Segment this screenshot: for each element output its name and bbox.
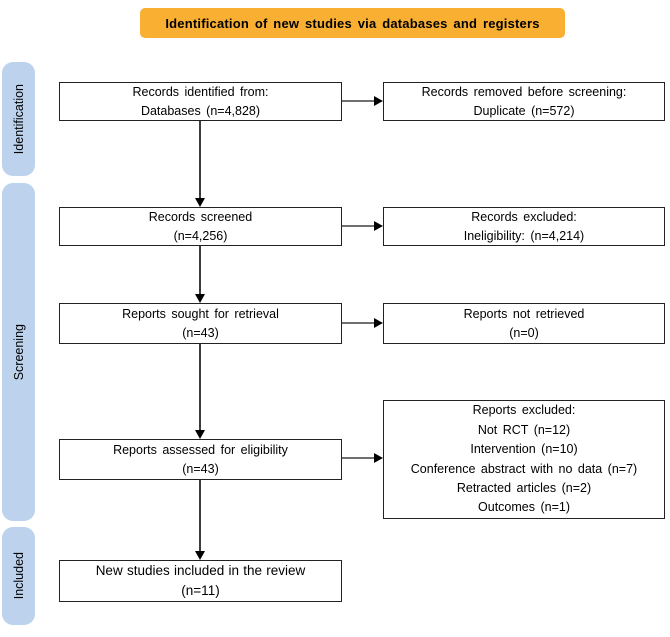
box-records-removed: Records removed before screening: Duplic… xyxy=(383,82,665,121)
box-reports-assessed: Reports assessed for eligibility (n=43) xyxy=(59,439,342,480)
stage-label-text: Identification xyxy=(11,83,26,155)
box-line: Reports sought for retrieval xyxy=(122,306,279,321)
box-line: Records identified from: xyxy=(132,84,269,99)
arrow-right-icon xyxy=(342,220,383,232)
box-line: Reports excluded: xyxy=(472,403,576,418)
stage-label-text: Screening xyxy=(11,323,26,381)
box-records-excluded: Records excluded: Ineligibility: (n=4,21… xyxy=(383,207,665,246)
diagram-header-banner: Identification of new studies via databa… xyxy=(140,8,565,38)
stage-label-screening: Screening xyxy=(2,183,35,521)
box-line: New studies included in the review xyxy=(95,562,306,578)
box-line: Conference abstract with no data (n=7) xyxy=(410,461,638,476)
arrow-down-icon xyxy=(194,480,206,560)
box-line: (n=0) xyxy=(509,325,539,340)
box-new-studies-included: New studies included in the review (n=11… xyxy=(59,560,342,602)
stage-label-included: Included xyxy=(2,527,35,625)
box-reports-sought: Reports sought for retrieval (n=43) xyxy=(59,303,342,344)
diagram-title: Identification of new studies via databa… xyxy=(165,15,540,31)
box-line: Records removed before screening: xyxy=(421,84,627,99)
box-line: Intervention (n=10) xyxy=(470,442,578,457)
box-line: Not RCT (n=12) xyxy=(477,422,571,437)
box-line: (n=43) xyxy=(182,325,219,340)
box-line: Outcomes (n=1) xyxy=(478,500,570,515)
box-line: Reports not retrieved xyxy=(463,306,585,321)
box-line: Duplicate (n=572) xyxy=(473,103,575,118)
stage-label-text: Included xyxy=(11,552,26,600)
box-line: Reports assessed for eligibility xyxy=(113,442,288,457)
arrow-right-icon xyxy=(342,317,383,329)
box-line: Records excluded: xyxy=(471,209,577,224)
arrow-right-icon xyxy=(342,452,383,464)
box-reports-not-retrieved: Reports not retrieved (n=0) xyxy=(383,303,665,344)
arrow-down-icon xyxy=(194,121,206,207)
stage-label-identification: Identification xyxy=(2,62,35,176)
box-line: Records screened xyxy=(148,209,253,224)
box-line: Databases (n=4,828) xyxy=(140,103,261,118)
box-line: (n=11) xyxy=(181,583,220,598)
box-line: (n=4,256) xyxy=(173,228,228,243)
box-line: (n=43) xyxy=(182,461,219,476)
arrow-right-icon xyxy=(342,95,383,107)
arrow-down-icon xyxy=(194,344,206,439)
box-line: Retracted articles (n=2) xyxy=(456,480,592,495)
box-line: Ineligibility: (n=4,214) xyxy=(463,228,585,243)
box-records-screened: Records screened (n=4,256) xyxy=(59,207,342,246)
arrow-down-icon xyxy=(194,246,206,303)
box-records-identified: Records identified from: Databases (n=4,… xyxy=(59,82,342,121)
box-reports-excluded: Reports excluded: Not RCT (n=12) Interve… xyxy=(383,400,665,519)
